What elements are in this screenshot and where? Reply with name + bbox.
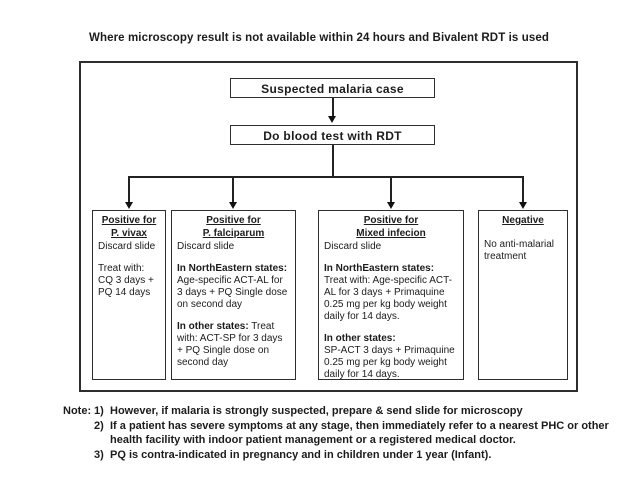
branch-paragraph: No anti-malarial treatment [484,239,555,262]
page-title: Where microscopy result is not available… [89,32,549,44]
branch-positive-mixed-infection: Positive for Mixed infecion Discard slid… [318,210,464,380]
branch-paragraph: In other states: Treat with: ACT-SP for … [177,321,283,368]
connector-branch-bar [128,176,524,178]
branch-paragraph: In NorthEastern states: Age-specific ACT… [177,263,288,310]
branch-heading: Positive for P. vivax [101,215,157,239]
branch-paragraph: In other states: SP-ACT 3 days + Primaqu… [324,333,455,380]
branch-positive-p-falciparum: Positive for P. falciparum Discard slide… [171,210,296,380]
note-item: 2) If a patient has severe symptoms at a… [94,419,613,448]
connector-line [390,176,392,202]
arrowhead-icon [125,202,133,209]
connector-line [332,145,334,178]
connector-line [332,98,334,117]
arrowhead-icon [387,202,395,209]
branch-heading: Negative [502,215,544,226]
branch-paragraph: Discard slide [177,241,235,252]
note-item-text: If a patient has severe symptoms at any … [110,419,609,447]
note-item-text: However, if malaria is strongly suspecte… [110,405,523,417]
note-item: 3) PQ is contra-indicated in pregnancy a… [94,448,613,463]
branch-heading: Positive for Mixed infecion [356,215,426,239]
note-item: 1) However, if malaria is strongly suspe… [94,404,613,419]
note-item-text: PQ is contra-indicated in pregnancy and … [110,448,492,461]
arrowhead-icon [229,202,237,209]
arrowhead-icon [519,202,527,209]
note-section: Note: 1) However, if malaria is strongly… [63,404,613,462]
note-items: 1) However, if malaria is strongly suspe… [94,404,613,462]
connector-line [128,176,130,202]
branch-paragraph: Discard slide [324,241,382,252]
arrowhead-icon [328,116,336,123]
node-rdt-label: Do blood test with RDT [263,129,402,143]
connector-line [522,176,524,202]
flowchart-frame [79,61,578,392]
note-item-number: 3) [94,448,104,461]
node-do-blood-test-rdt: Do blood test with RDT [230,125,435,145]
note-item-number: 1) [94,405,104,417]
branch-heading: Positive for P. falciparum [202,215,265,239]
branch-paragraph: Discard slide [98,241,156,252]
branch-negative: Negative No anti-malarial treatment [478,210,568,380]
branch-paragraph: Treat with: CQ 3 days + PQ 14 days [98,263,154,298]
branch-paragraph: In NorthEastern states: Treat with: Age-… [324,263,453,322]
note-item-number: 2) [94,419,104,432]
branch-positive-p-vivax: Positive for P. vivax Discard slide Trea… [92,210,166,380]
note-label: Note: [63,405,92,417]
connector-line [232,176,234,202]
node-suspected-label: Suspected malaria case [261,82,404,96]
node-suspected-malaria-case: Suspected malaria case [230,78,435,98]
